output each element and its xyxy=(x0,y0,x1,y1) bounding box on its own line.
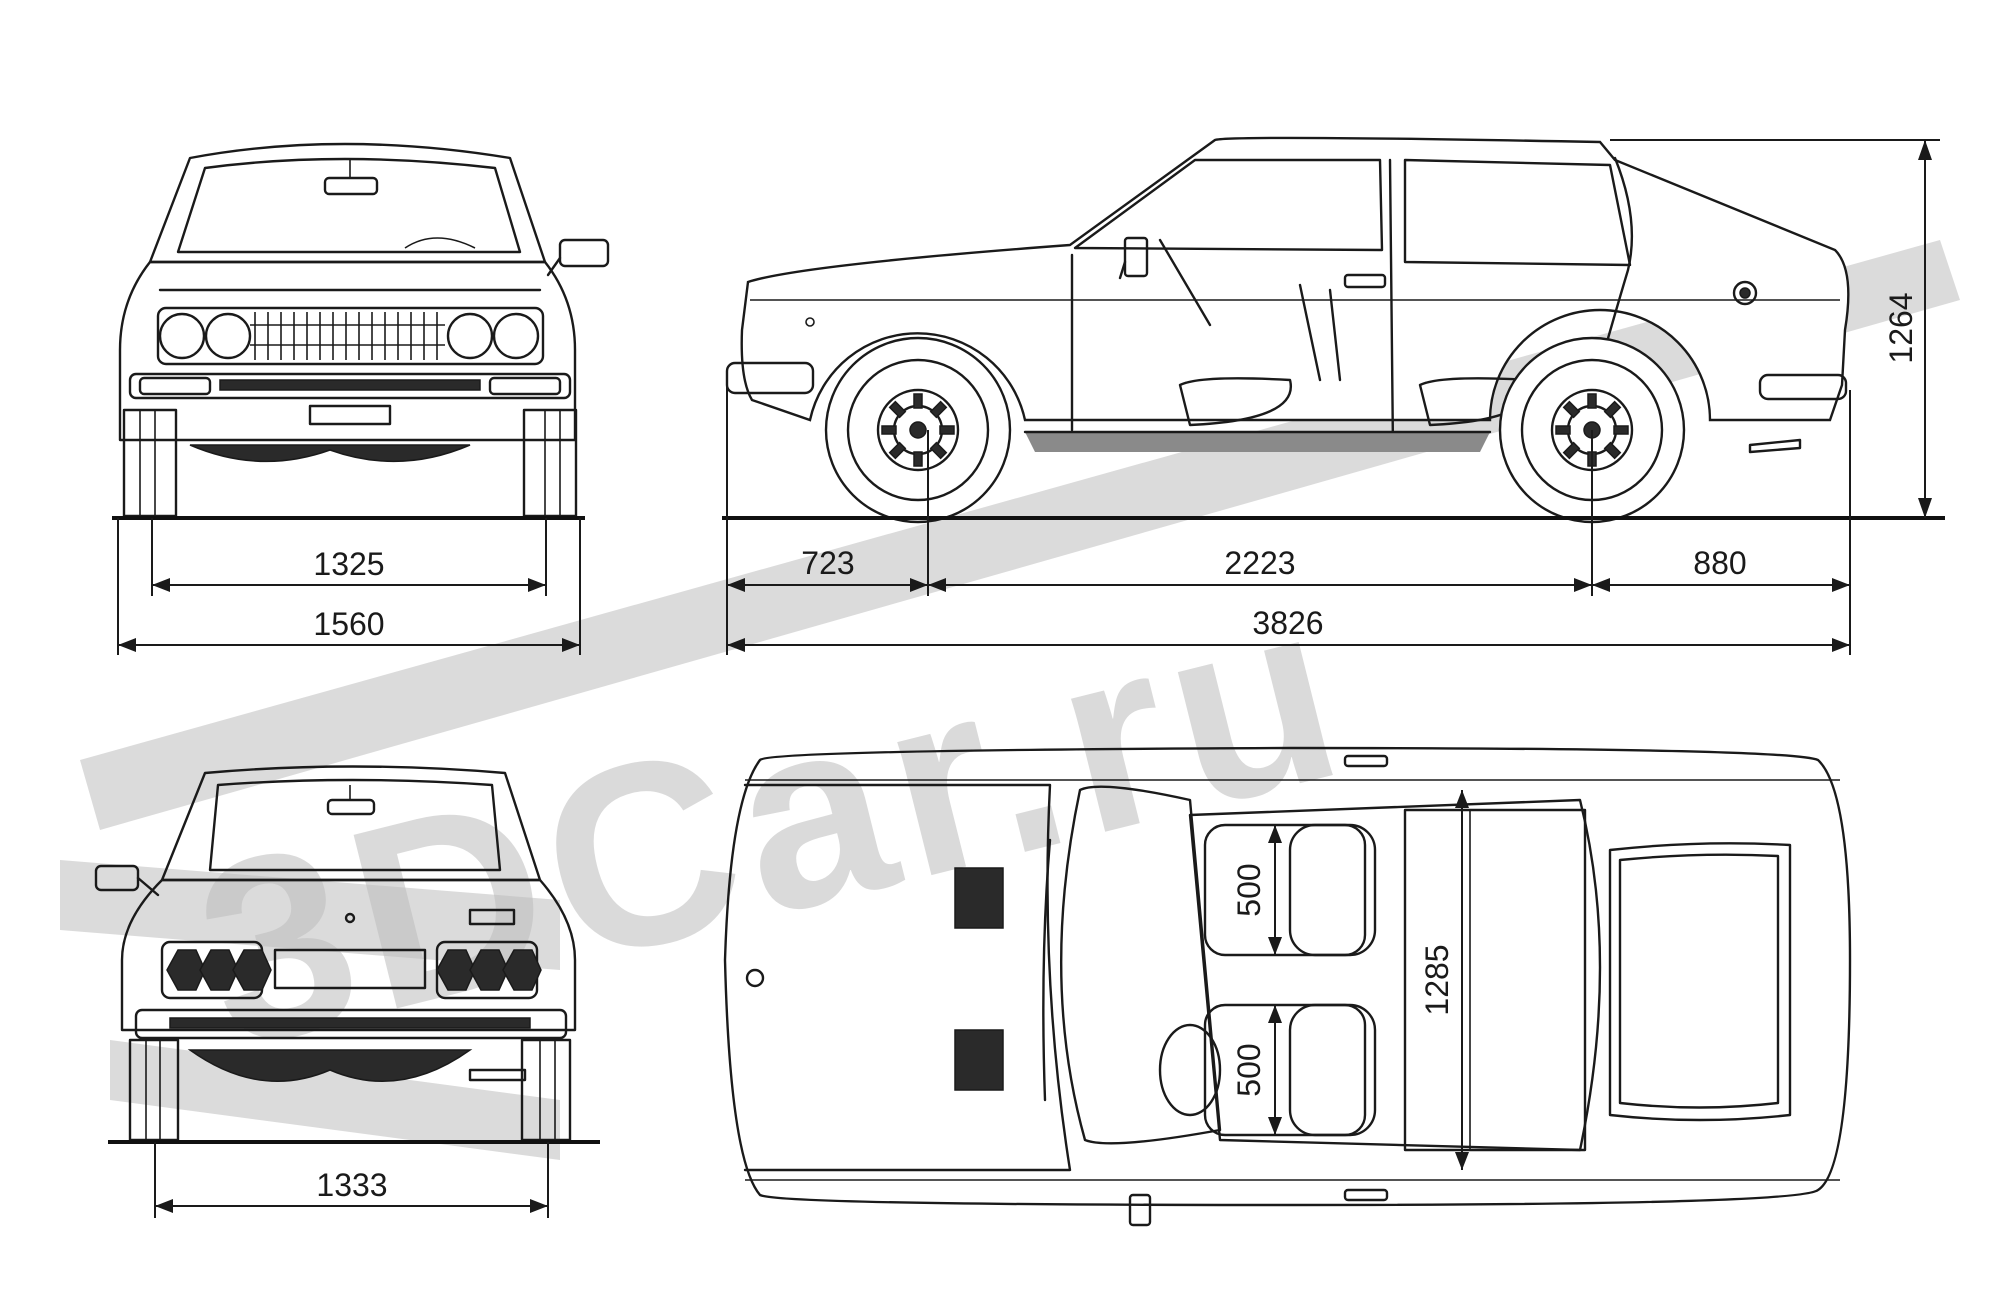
length-dimensions: 723 2223 880 3826 xyxy=(726,385,1851,655)
front-track-dimension: 1325 xyxy=(151,518,547,596)
top-view xyxy=(723,746,1852,1227)
interior-width-label: 1285 xyxy=(1419,944,1455,1015)
rear-track-dimension: 1333 xyxy=(154,1142,549,1218)
hood-vents xyxy=(954,867,1004,1091)
height-label: 1264 xyxy=(1883,292,1919,363)
rear-overhang-label: 880 xyxy=(1693,545,1746,581)
front-view xyxy=(112,142,610,520)
front-width-label: 1560 xyxy=(313,606,384,642)
front-width-dimension: 1560 xyxy=(117,518,581,655)
interior-dimensions: 500 500 1285 xyxy=(1231,790,1469,1170)
front-track-label: 1325 xyxy=(313,546,384,582)
seat-depth-rear-label: 500 xyxy=(1231,1043,1267,1096)
front-wheel xyxy=(824,336,1012,524)
wheelbase-label: 2223 xyxy=(1224,545,1295,581)
rear-view xyxy=(94,765,600,1144)
rear-track-label: 1333 xyxy=(316,1167,387,1203)
steering-wheel-icon xyxy=(1158,1023,1222,1117)
front-overhang-label: 723 xyxy=(801,545,854,581)
headlight-icon xyxy=(158,312,206,360)
overall-length-label: 3826 xyxy=(1252,605,1323,641)
front-grille xyxy=(250,312,445,360)
seat-depth-front-label: 500 xyxy=(1231,863,1267,916)
height-dimension: 1264 xyxy=(1610,139,1940,518)
taillight-icon xyxy=(166,949,542,991)
